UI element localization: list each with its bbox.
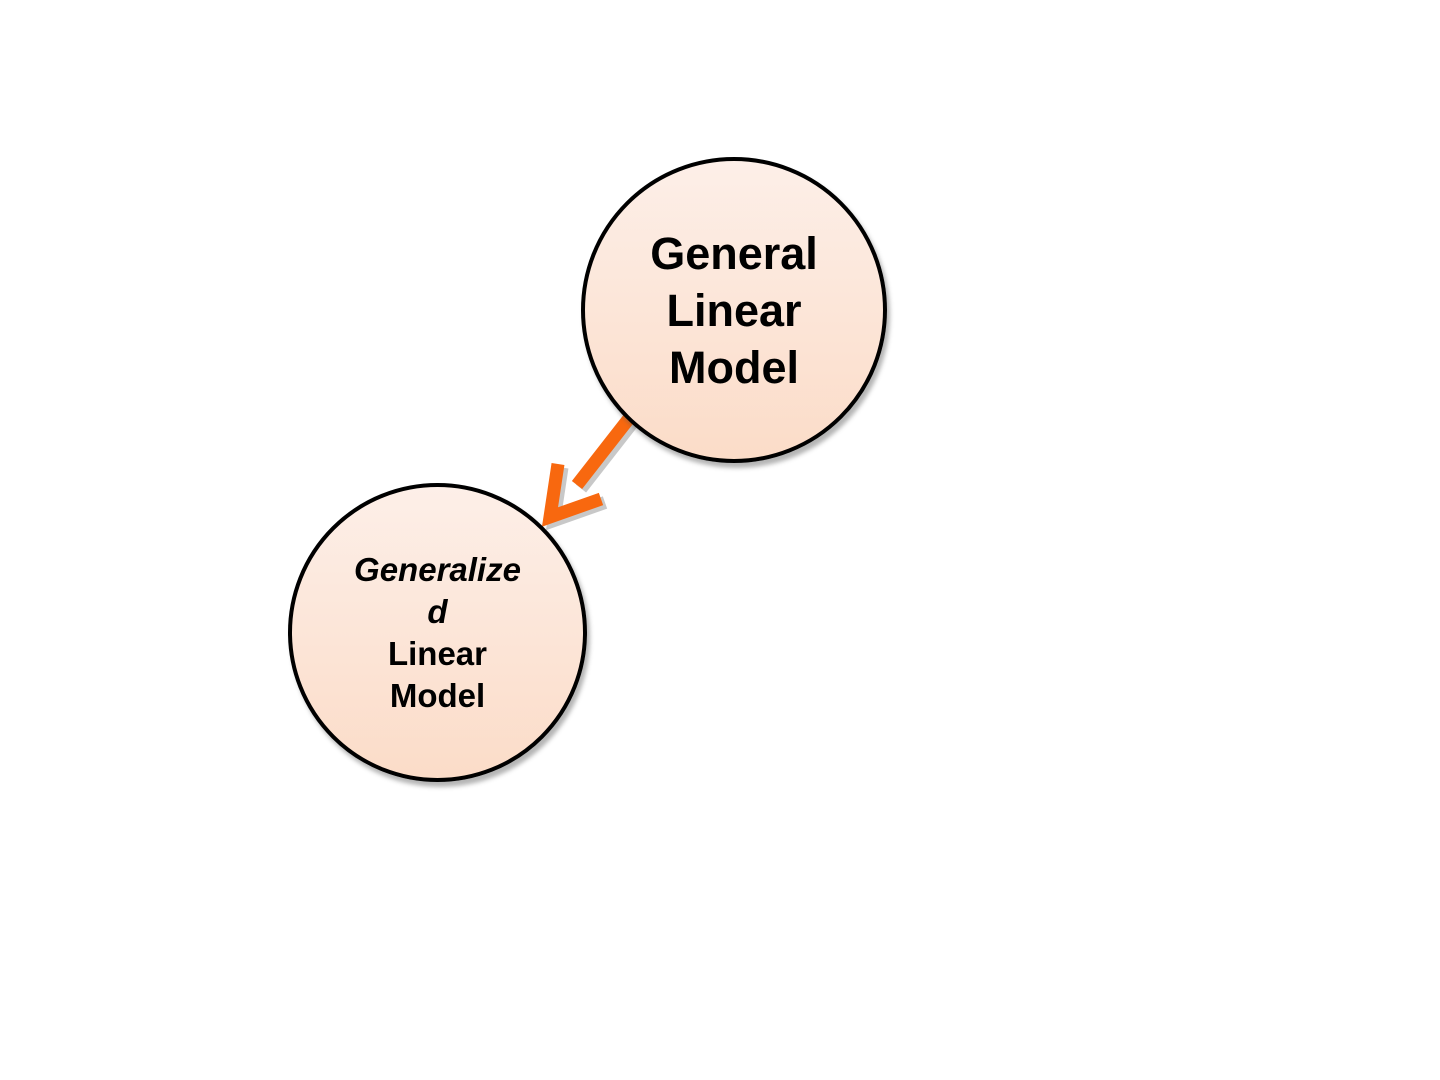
node-generalized-linear-model-label: Generalize d Linear Model — [292, 549, 583, 717]
arrow-shadow — [545, 411, 644, 531]
node-label-line: Linear — [387, 634, 488, 672]
arrow-head-icon — [541, 463, 604, 527]
node-label-line: Model — [669, 341, 799, 393]
node-label-line: General — [650, 227, 818, 279]
node-general-linear-model-label: General Linear Model — [585, 225, 883, 396]
node-general-linear-model: General Linear Model — [581, 157, 887, 463]
node-label-line: d — [427, 592, 448, 630]
node-generalized-linear-model: Generalize d Linear Model — [288, 483, 587, 782]
node-label-line: Generalize — [354, 550, 521, 588]
node-label-line: Model — [389, 676, 486, 714]
node-label-line: Linear — [666, 284, 802, 336]
arrow-shaft — [571, 407, 640, 490]
